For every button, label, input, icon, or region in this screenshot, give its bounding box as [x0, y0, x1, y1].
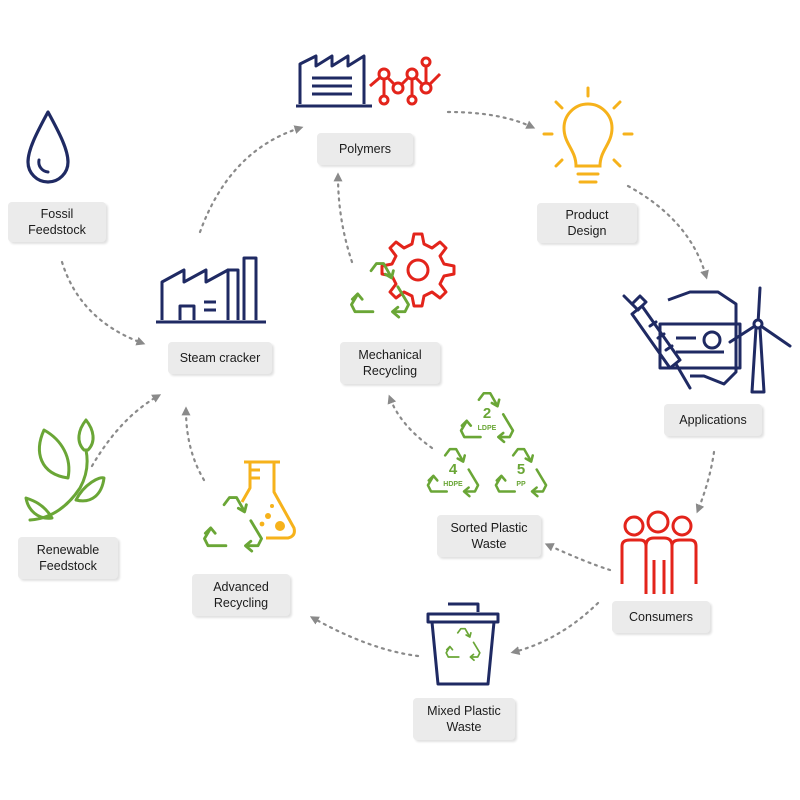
- arrow-steam-to-polymers: [198, 125, 304, 234]
- oil-drop-highlight: [37, 158, 50, 174]
- mixed-line2: Waste: [446, 720, 482, 734]
- arrow-applications-to-consumers: [695, 450, 716, 514]
- bubbles-icon: [259, 504, 285, 531]
- flow-arrows: [60, 110, 716, 658]
- recycle-icon: [445, 627, 481, 662]
- node-mixed-plastic-waste: Mixed Plastic Waste: [413, 698, 515, 740]
- fossil-line2: Feedstock: [28, 223, 86, 237]
- product-line1: Product: [565, 208, 609, 222]
- node-consumers: Consumers: [612, 601, 710, 633]
- arrow-consumers-to-mixed: [510, 601, 600, 655]
- resin-label-ldpe: LDPE: [478, 425, 497, 432]
- node-steam-cracker: Steam cracker: [168, 342, 272, 374]
- node-sorted-plastic-waste: Sorted Plastic Waste: [437, 515, 541, 557]
- mechanical-line2: Recycling: [362, 364, 418, 378]
- mixed-line1: Mixed Plastic: [427, 704, 501, 718]
- steam-line1: Steam cracker: [179, 351, 261, 365]
- gear-icon: [380, 232, 456, 308]
- molecule-chain-icon: [369, 56, 442, 106]
- advanced-line2: Recycling: [213, 596, 269, 610]
- fossil-line1: Fossil: [40, 207, 74, 221]
- resin-number-ldpe: 2: [483, 405, 491, 422]
- arrow-consumers-to-sorted: [544, 543, 612, 572]
- node-polymers: Polymers: [317, 133, 413, 165]
- renewable-line2: Feedstock: [39, 559, 97, 573]
- factory-icon: [156, 256, 266, 324]
- advanced-line1: Advanced: [213, 580, 269, 594]
- mechanical-line1: Mechanical: [358, 348, 422, 362]
- wind-turbine-icon: [728, 286, 792, 394]
- node-advanced-recycling: Advanced Recycling: [192, 574, 290, 616]
- light-bulb-icon: [542, 86, 634, 184]
- resin-label-pp: PP: [516, 481, 526, 488]
- consumers-icon: [620, 510, 698, 594]
- syringe-icon: [622, 294, 692, 390]
- node-product-design: Product Design: [537, 203, 637, 243]
- arrow-polymers-to-product: [446, 110, 536, 129]
- arrow-mixed-to-advanced: [309, 616, 420, 658]
- sorted-line2: Waste: [471, 537, 507, 551]
- polymers-line1: Polymers: [338, 142, 392, 156]
- resin-number-hdpe: 4: [449, 461, 458, 478]
- renewable-line1: Renewable: [36, 543, 100, 557]
- oil-drop-icon: [26, 110, 70, 184]
- node-renewable-feedstock: Renewable Feedstock: [18, 537, 118, 579]
- arrow-fossil-to-steam: [60, 260, 146, 346]
- sorted-line1: Sorted Plastic: [450, 521, 528, 535]
- recycle-advanced-icon: [202, 495, 264, 553]
- resin-label-hdpe: HDPE: [443, 481, 463, 488]
- flask-icon: [240, 460, 296, 540]
- polymer-factory-icon: [296, 54, 372, 108]
- resin-number-pp: 5: [517, 461, 525, 478]
- applications-line1: Applications: [679, 413, 747, 427]
- recycle-mechanical-icon: [349, 261, 411, 319]
- arrow-sorted-to-mechanical: [387, 394, 434, 450]
- node-applications: Applications: [664, 404, 762, 436]
- node-fossil-feedstock: Fossil Feedstock: [8, 202, 106, 242]
- waste-bin-icon: [426, 602, 500, 686]
- arrow-product-to-applications: [626, 184, 709, 280]
- arrow-renewable-to-steam: [90, 394, 162, 468]
- plant-icon: [24, 418, 106, 522]
- consumers-line1: Consumers: [629, 610, 693, 624]
- arrow-mechanical-to-polymers: [333, 172, 354, 264]
- node-mechanical-recycling: Mechanical Recycling: [340, 342, 440, 384]
- car-icon: [658, 290, 742, 386]
- product-line2: Design: [567, 224, 607, 238]
- arrow-advanced-to-steam: [181, 406, 206, 482]
